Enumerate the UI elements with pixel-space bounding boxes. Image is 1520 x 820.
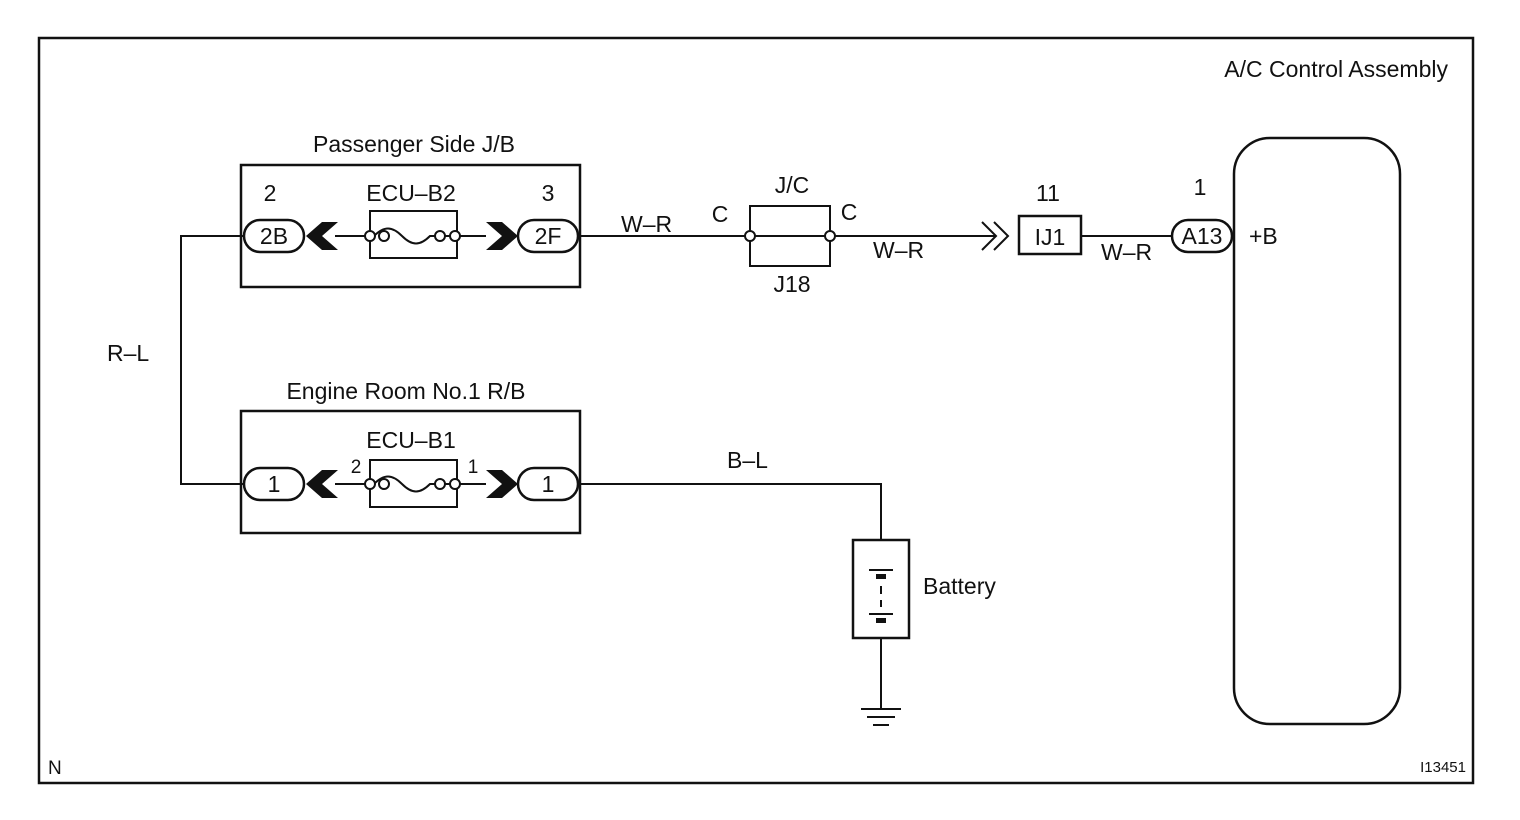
connector-ij1-pin: 11: [1036, 180, 1060, 206]
fuse-ecu-b1-terminal-left: [364, 478, 376, 490]
battery: Battery: [851, 538, 996, 640]
battery-cell-short-2: [876, 618, 886, 623]
engine-rb-right-connector-label: 1: [542, 471, 555, 497]
fuse-ecu-b1-element: [373, 475, 450, 493]
junction-bottom-bracket: [749, 236, 831, 267]
engine-rb-title: Engine Room No.1 R/B: [286, 378, 525, 404]
corner-code: N: [48, 758, 62, 779]
connector-a13-label: A13: [1182, 223, 1223, 249]
fuse-ecu-b1-terminal-inner-right: [434, 478, 446, 490]
engine-rb-left-arrow: [306, 470, 338, 498]
ac-control-assembly-body: [1232, 136, 1402, 726]
figure-id: I13451: [1420, 759, 1466, 776]
engine-rb-box: [239, 409, 582, 535]
connector-2f-arrow: [486, 222, 518, 250]
wire-w-r-2-label: W–R: [873, 237, 924, 263]
junction-pin-right: C: [841, 199, 858, 225]
connector-ij1: IJ1 11: [981, 180, 1083, 256]
fuse-ecu-b2-label: ECU–B2: [366, 180, 455, 206]
battery-cell-short-1: [876, 574, 886, 579]
terminal-plus-b: +B: [1249, 223, 1278, 249]
junction-node-left: [744, 230, 756, 242]
connector-ij1-chevron-outer: [981, 221, 998, 251]
junction-top-label: J/C: [775, 172, 810, 198]
junction-pin-left: C: [712, 201, 729, 227]
fuse-ecu-b2-element: [373, 227, 450, 245]
passenger-jb-title: Passenger Side J/B: [313, 131, 515, 157]
wire-b-l-label: B–L: [727, 447, 768, 473]
fuse-ecu-b2-terminal-left: [364, 230, 376, 242]
wire-w-r-3-label: W–R: [1101, 239, 1152, 265]
engine-rb-left-connector-label: 1: [268, 471, 281, 497]
diagram-frame: [37, 36, 1475, 785]
junction-bottom-label: J18: [773, 271, 810, 297]
diagram-title: A/C Control Assembly: [1224, 56, 1448, 82]
wire-b-l: [578, 483, 882, 540]
fuse-ecu-b1-pin-right: 1: [468, 457, 479, 478]
connector-ij1-label: IJ1: [1035, 224, 1066, 250]
wire-w-r-1-label: W–R: [621, 211, 672, 237]
ac-control-assembly: A13 1 +B: [1170, 136, 1402, 726]
connector-2b-pin: 2: [264, 180, 277, 206]
fuse-ecu-b1-label: ECU–B1: [366, 427, 455, 453]
wire-r-l: [180, 235, 244, 485]
passenger-jb-box: [239, 163, 582, 289]
fuse-ecu-b1-pin-left: 2: [351, 457, 362, 478]
junction-connector-j18: J/C J18 C C: [712, 172, 858, 297]
fuse-ecu-b1-terminal-inner-left: [378, 478, 390, 490]
connector-2f-label: 2F: [535, 223, 562, 249]
passenger-side-jb: Passenger Side J/B ECU–B2 2B 2 2F 3: [239, 131, 582, 289]
connector-a13: [1170, 218, 1234, 254]
wire-r-l-label: R–L: [107, 340, 149, 366]
connector-a13-pin: 1: [1194, 174, 1207, 200]
ground-icon: [861, 708, 901, 726]
connector-2f-pin: 3: [542, 180, 555, 206]
fuse-ecu-b2-terminal-inner-left: [378, 230, 390, 242]
engine-room-rb: Engine Room No.1 R/B ECU–B1 2 1 1 1: [239, 378, 582, 535]
fuse-ecu-b1-terminal-right: [449, 478, 461, 490]
fuse-ecu-b2-terminal-right: [449, 230, 461, 242]
connector-2b-label: 2B: [260, 223, 288, 249]
junction-top-bracket: [749, 205, 831, 236]
junction-node-right: [824, 230, 836, 242]
engine-rb-right-arrow: [486, 470, 518, 498]
fuse-ecu-b2-terminal-inner-right: [434, 230, 446, 242]
connector-ij1-chevron-inner: [993, 221, 1010, 251]
battery-label: Battery: [923, 573, 996, 599]
connector-2b-arrow: [306, 222, 338, 250]
